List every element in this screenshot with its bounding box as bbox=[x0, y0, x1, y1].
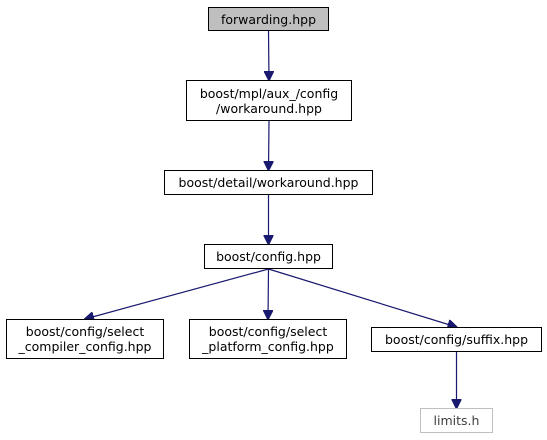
node-select-platform-config-hpp[interactable]: boost/config/select _platform_config.hpp bbox=[189, 319, 347, 359]
edge-config-to-suffix bbox=[268, 268, 457, 327]
node-select-compiler-config-hpp[interactable]: boost/config/select _compiler_config.hpp bbox=[6, 319, 164, 359]
node-config-suffix-hpp[interactable]: boost/config/suffix.hpp bbox=[371, 327, 542, 352]
node-label-line-2: _compiler_config.hpp bbox=[18, 339, 152, 354]
node-limits-h: limits.h bbox=[420, 408, 493, 433]
node-label: limits.h bbox=[433, 413, 480, 428]
node-label-line-1: boost/config/select bbox=[25, 324, 145, 339]
edge-config-to-select_compiler bbox=[85, 268, 269, 319]
edge-forwarding-to-workaround_mpl bbox=[269, 30, 270, 80]
node-label-line-2: _platform_config.hpp bbox=[202, 339, 334, 354]
node-forwarding-hpp: forwarding.hpp bbox=[208, 7, 329, 31]
edge-config-to-select_platform bbox=[268, 268, 269, 319]
node-label: boost/config.hpp bbox=[216, 249, 321, 264]
node-label-line-1: boost/mpl/aux_/config bbox=[199, 85, 339, 101]
node-config-hpp[interactable]: boost/config.hpp bbox=[204, 244, 333, 269]
edge-workaround_mpl-to-detail_workaround bbox=[269, 120, 270, 170]
node-label: boost/detail/workaround.hpp bbox=[178, 175, 359, 190]
node-label: forwarding.hpp bbox=[220, 11, 317, 27]
node-mpl-aux-config-workaround-hpp[interactable]: boost/mpl/aux_/config /workaround.hpp bbox=[186, 80, 352, 121]
node-label-line-2: /workaround.hpp bbox=[216, 100, 322, 116]
node-label-line-1: boost/config/select bbox=[208, 324, 328, 339]
node-label: boost/config/suffix.hpp bbox=[385, 332, 528, 347]
node-detail-workaround-hpp[interactable]: boost/detail/workaround.hpp bbox=[164, 170, 373, 195]
